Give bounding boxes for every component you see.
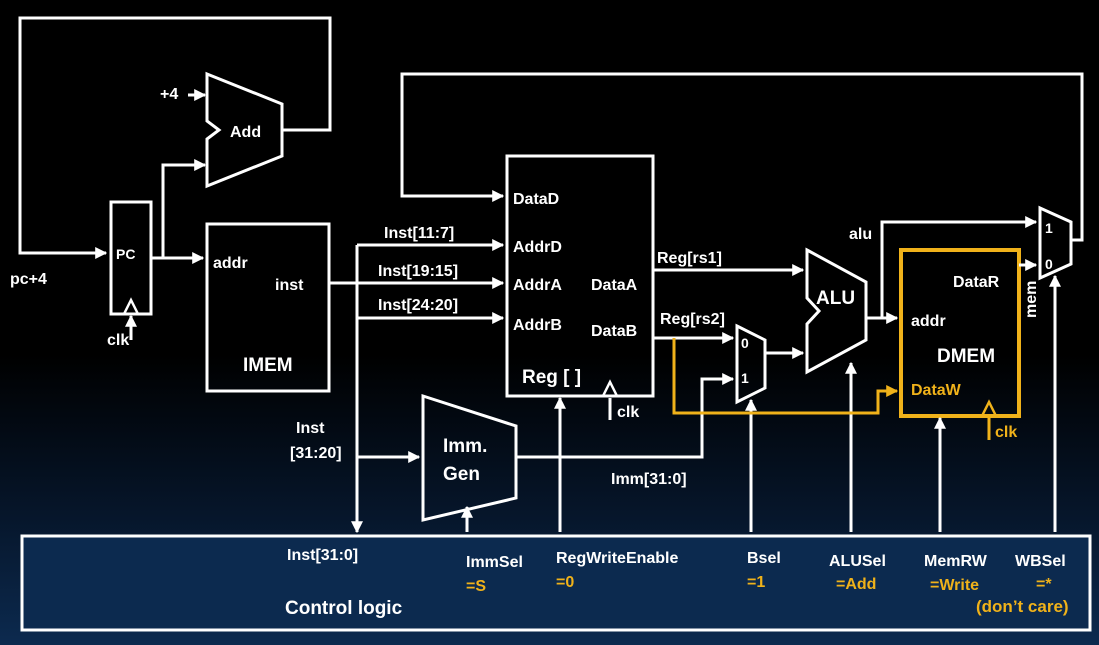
bsel-value: =1: [747, 574, 765, 591]
reg-datad-label: DataD: [513, 191, 559, 208]
inst-11-7-label: Inst[11:7]: [384, 225, 454, 242]
imem-inst-label: inst: [275, 277, 304, 294]
dont-care-label: (don’t care): [976, 597, 1069, 616]
immsel-value: =S: [466, 578, 486, 595]
pc-plus4-label: pc+4: [10, 271, 47, 288]
inst-24-20-label: Inst[24:20]: [378, 297, 458, 314]
pc-label: PC: [116, 246, 135, 262]
reg-addrd-label: AddrD: [513, 239, 562, 256]
reg-clock-triangle: [601, 379, 619, 397]
memrw-value: =Write: [930, 577, 979, 594]
alu-label: ALU: [816, 288, 855, 309]
mem-wire-label: mem: [1023, 281, 1040, 318]
reg-rs2-label: Reg[rs2]: [660, 311, 725, 328]
imm-gen-block: [421, 393, 518, 522]
inst-31-20-label-b: [31:20]: [290, 445, 342, 462]
dmem-clock-triangle: [980, 399, 998, 417]
pc-clock-triangle: [122, 297, 140, 315]
wbsel-name: WBSel: [1015, 553, 1066, 570]
imem-block: [205, 222, 331, 393]
imm-gen-label-b: Gen: [443, 464, 480, 485]
dmem-datar-label: DataR: [953, 274, 1000, 291]
pc-clk-label: clk: [107, 332, 129, 349]
imm-31-0-label: Imm[31:0]: [611, 471, 687, 488]
inst-31-20-label-a: Inst: [296, 420, 325, 437]
immsel-name: ImmSel: [466, 554, 523, 571]
plus4-label: +4: [160, 86, 178, 103]
alusel-value: =Add: [836, 576, 876, 593]
datab-to-dataw-wire: [672, 338, 899, 415]
imem-label: IMEM: [243, 355, 293, 376]
reg-label: Reg [ ]: [522, 367, 581, 388]
reg-clk-label: clk: [617, 404, 639, 421]
dmem-block: [899, 248, 1021, 418]
reg-addrb-label: AddrB: [513, 317, 562, 334]
reg-addra-label: AddrA: [513, 277, 562, 294]
inst-31-0-label: Inst[31:0]: [287, 547, 358, 564]
alu-block: [805, 247, 868, 375]
alu-wire-label: alu: [849, 226, 872, 243]
wbsel-value: =*: [1036, 576, 1052, 593]
wbsel-mux: [1038, 205, 1073, 281]
reg-datab-label: DataB: [591, 323, 637, 340]
wbmux-0-label: 0: [1045, 256, 1053, 272]
pc-to-adder-wire: [151, 159, 207, 260]
inst-19-15-label: Inst[19:15]: [378, 263, 458, 280]
register-file: [505, 154, 655, 398]
memrw-name: MemRW: [924, 553, 988, 570]
alusel-name: ALUSel: [829, 553, 886, 570]
dmem-label: DMEM: [937, 346, 995, 367]
imm-gen-label-a: Imm.: [443, 436, 487, 457]
imm-to-bmux-wire: [516, 373, 735, 459]
regwriteenable-name: RegWriteEnable: [556, 550, 679, 567]
pc-plus4-feedback-wire: [18, 16, 332, 259]
bmux-1-label: 1: [741, 370, 749, 386]
add-label: Add: [230, 124, 261, 141]
reg-dataa-label: DataA: [591, 277, 638, 294]
regwriteenable-value: =0: [556, 574, 574, 591]
control-logic-label: Control logic: [285, 598, 403, 619]
dmem-clk-label: clk: [995, 424, 1017, 441]
writeback-wire: [400, 72, 1084, 242]
pc-adder: [205, 71, 284, 189]
bsel-name: Bsel: [747, 550, 781, 567]
dmem-dataw-label: DataW: [911, 382, 962, 399]
dmem-addr-label: addr: [911, 313, 946, 330]
control-logic-box: [20, 534, 1092, 632]
alu-to-wbmux-wire: [880, 216, 1038, 318]
bsel-mux: [735, 323, 767, 405]
wbmux-1-label: 1: [1045, 220, 1053, 236]
bmux-0-label: 0: [741, 335, 749, 351]
imem-addr-label: addr: [213, 255, 248, 272]
reg-rs1-label: Reg[rs1]: [657, 250, 722, 267]
